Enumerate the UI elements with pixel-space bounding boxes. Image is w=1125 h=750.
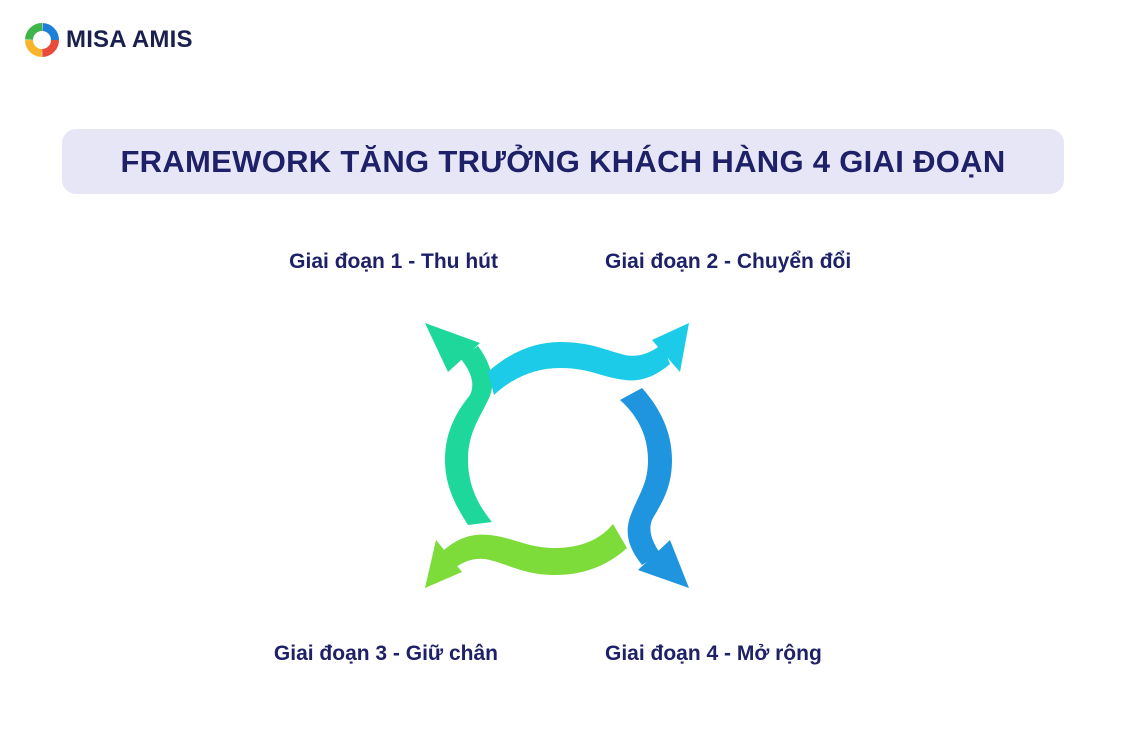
stage-3-arrow (425, 524, 627, 588)
stage-2-arrow (488, 323, 689, 395)
title-banner: FRAMEWORK TĂNG TRƯỞNG KHÁCH HÀNG 4 GIAI … (62, 129, 1064, 194)
misa-logo-icon (25, 23, 59, 57)
brand-logo: MISA AMIS (24, 22, 193, 58)
stage-4-arrow (620, 388, 689, 588)
stage-3-label: Giai đoạn 3 - Giữ chân (273, 642, 498, 665)
brand-name: MISA AMIS (66, 26, 193, 53)
stage-2-label: Giai đoạn 2 - Chuyển đổi (605, 250, 852, 273)
stage-1-arrow (425, 323, 493, 525)
stage-1-label: Giai đoạn 1 - Thu hút (289, 250, 498, 273)
cycle-diagram (425, 323, 689, 588)
page-title: FRAMEWORK TĂNG TRƯỞNG KHÁCH HÀNG 4 GIAI … (120, 143, 1006, 179)
stage-4-label: Giai đoạn 4 - Mở rộng (605, 642, 822, 665)
